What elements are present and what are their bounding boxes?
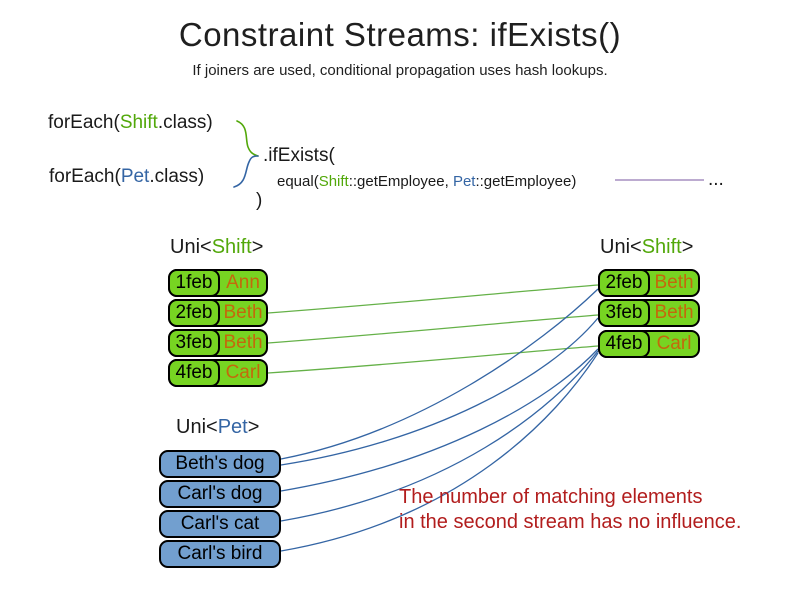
right-shift-stream-label: Uni<Shift> xyxy=(600,236,693,259)
shift-employee-cell: Ann xyxy=(226,272,260,293)
label-text: Uni< xyxy=(600,236,642,258)
note-line-1: The number of matching elements xyxy=(399,486,703,508)
code-text: ::getEmployee, xyxy=(348,173,453,190)
shift-employee-cell: Beth xyxy=(223,332,263,353)
brace-upper-green xyxy=(236,120,259,157)
label-text: Uni< xyxy=(176,416,218,438)
code-text: .class) xyxy=(157,112,213,133)
page-title: Constraint Streams: ifExists() xyxy=(178,16,622,53)
code-text: forEach( xyxy=(48,112,120,133)
table-row-pet-carls-bird: Carl's bird xyxy=(159,540,281,568)
label-text: > xyxy=(251,236,264,258)
shift-date-cell: 3feb xyxy=(168,329,220,357)
code-equal-joiner: equal(Shift::getEmployee, Pet::getEmploy… xyxy=(277,173,576,190)
table-row-shift-1feb: 1feb Ann xyxy=(168,269,268,297)
shift-date-cell: 2feb xyxy=(598,269,650,297)
match-line-carls-dog-4feb xyxy=(280,348,599,492)
shift-token: Shift xyxy=(211,236,252,258)
shift-employee-cell: Beth xyxy=(654,302,694,323)
code-text: .class) xyxy=(149,166,205,187)
match-line-beths-dog-2feb xyxy=(280,288,599,460)
table-row-shift-3feb-right: 3feb Beth xyxy=(598,299,700,327)
shift-employee-cell: Beth xyxy=(654,272,694,293)
label-text: > xyxy=(681,236,694,258)
table-row-shift-2feb: 2feb Beth xyxy=(168,299,268,327)
note-caption: The number of matching elements in the s… xyxy=(399,485,741,535)
code-ifexists: .ifExists( xyxy=(263,145,335,166)
table-row-shift-4feb: 4feb Carl xyxy=(168,359,268,387)
ellipsis-text: ... xyxy=(708,169,724,190)
page-subtitle: If joiners are used, conditional propaga… xyxy=(192,62,608,79)
pet-token: Pet xyxy=(217,416,248,438)
shift-token: Shift xyxy=(119,112,158,133)
shift-date-cell: 2feb xyxy=(168,299,220,327)
shift-employee-cell: Beth xyxy=(223,302,263,323)
label-text: > xyxy=(247,416,260,438)
pet-token: Pet xyxy=(452,173,476,190)
shift-date-cell: 4feb xyxy=(598,330,650,358)
shift-date-cell: 4feb xyxy=(168,359,220,387)
match-line-2feb xyxy=(267,284,599,314)
pet-stream-label: Uni<Pet> xyxy=(176,416,259,439)
shift-employee-cell: Carl xyxy=(656,333,692,354)
code-text: forEach( xyxy=(49,166,121,187)
match-line-beths-dog-3feb xyxy=(280,317,599,466)
table-row-shift-2feb-right: 2feb Beth xyxy=(598,269,700,297)
match-line-carls-bird-4feb xyxy=(280,352,599,552)
shift-token: Shift xyxy=(641,236,682,258)
table-row-pet-carls-cat: Carl's cat xyxy=(159,510,281,538)
note-line-2: in the second stream has no influence. xyxy=(399,511,742,533)
shift-employee-cell: Carl xyxy=(225,362,261,383)
shift-token: Shift xyxy=(318,173,349,190)
shift-date-cell: 1feb xyxy=(168,269,220,297)
pet-token: Pet xyxy=(120,166,150,187)
code-close-paren: ) xyxy=(256,190,263,211)
code-foreach-pet: forEach(Pet.class) xyxy=(49,166,204,188)
left-shift-stream-label: Uni<Shift> xyxy=(170,236,263,259)
table-row-shift-3feb: 3feb Beth xyxy=(168,329,268,357)
table-row-pet-beths-dog: Beth's dog xyxy=(159,450,281,478)
code-foreach-shift: forEach(Shift.class) xyxy=(48,112,213,134)
match-line-3feb xyxy=(267,314,599,344)
shift-date-cell: 3feb xyxy=(598,299,650,327)
brace-lower-blue xyxy=(233,155,259,188)
code-text: ::getEmployee) xyxy=(475,173,577,190)
match-line-carls-cat-4feb xyxy=(280,350,599,522)
label-text: Uni< xyxy=(170,236,212,258)
table-row-shift-4feb-right: 4feb Carl xyxy=(598,330,700,358)
match-line-4feb xyxy=(267,345,599,374)
code-text: equal( xyxy=(277,173,319,190)
table-row-pet-carls-dog: Carl's dog xyxy=(159,480,281,508)
